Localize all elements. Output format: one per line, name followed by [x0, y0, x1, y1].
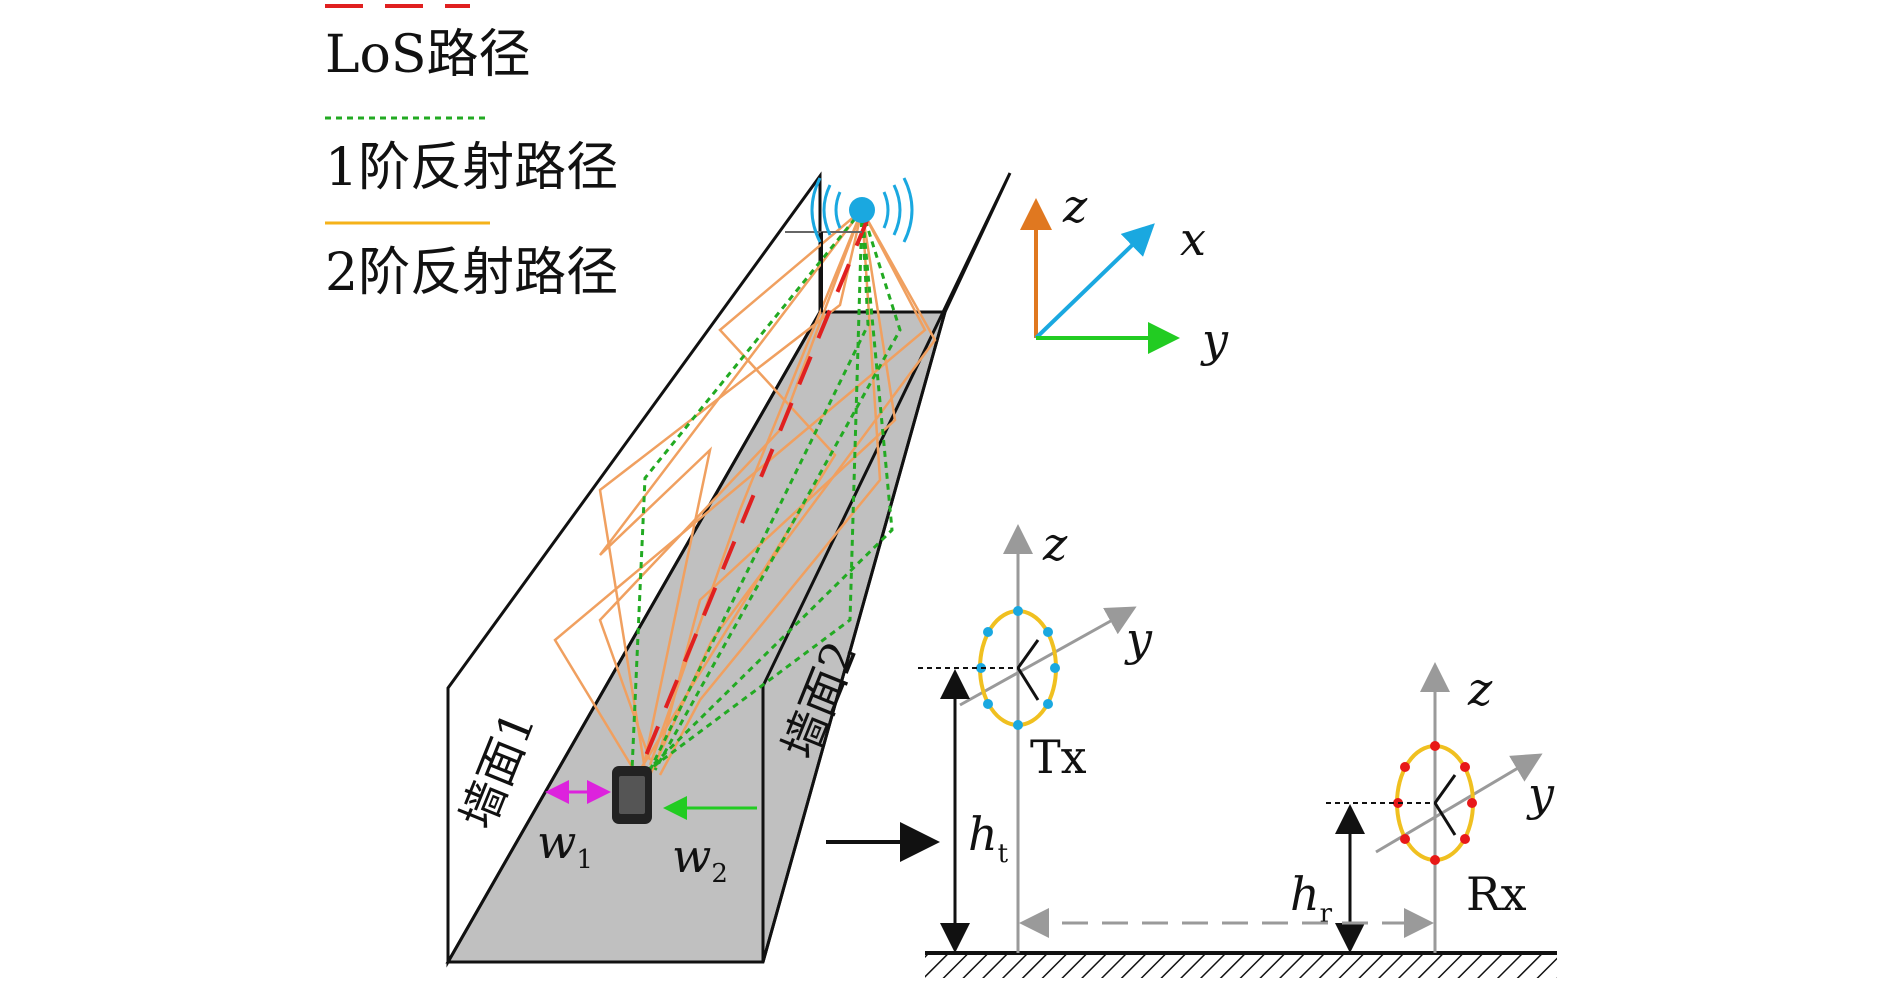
tx-label: Tx [1030, 730, 1087, 784]
axis-z-global-label: z [1062, 179, 1088, 233]
tx-array: z y ht Tx [918, 517, 1153, 953]
axis-x-global [1034, 223, 1155, 340]
tx-y-axis [959, 606, 1137, 707]
rx-array: z y hr Rx [1290, 662, 1555, 953]
tx-z-label: z [1042, 517, 1068, 571]
legend-los-label: LoS路径 [325, 25, 530, 85]
axis-x-global-label: x [1180, 212, 1206, 266]
wall-2 [761, 172, 1012, 963]
rx-label: Rx [1466, 867, 1527, 921]
tx-height-label: ht [968, 807, 1009, 869]
phone-icon [612, 766, 652, 824]
rx-height-label: hr [1290, 867, 1333, 929]
legend-item-los: LoS路径 [325, 4, 530, 85]
tx-elements [976, 606, 1060, 730]
ground-hatch-icon [925, 951, 1557, 978]
antenna-icon [785, 177, 914, 312]
axis-y-global-label: y [1200, 313, 1229, 367]
legend-first-order-label: 1阶反射路径 [325, 138, 618, 198]
global-axes: z x y [1020, 179, 1229, 367]
rx-y-label: y [1526, 767, 1555, 821]
w2-label: w2 [672, 829, 728, 889]
first-order-paths [630, 209, 902, 777]
legend-second-order-label: 2阶反射路径 [325, 243, 618, 303]
legend: LoS路径 1阶反射路径 2阶反射路径 [325, 4, 618, 303]
wall-1 [446, 171, 822, 968]
tx-y-label: y [1124, 612, 1153, 666]
legend-item-second-order: 2阶反射路径 [325, 221, 618, 303]
rx-z-label: z [1467, 662, 1493, 716]
antenna-array-detail: z y ht Tx [918, 517, 1557, 978]
w1-label: w1 [537, 815, 593, 875]
legend-item-first-order: 1阶反射路径 [325, 116, 618, 198]
